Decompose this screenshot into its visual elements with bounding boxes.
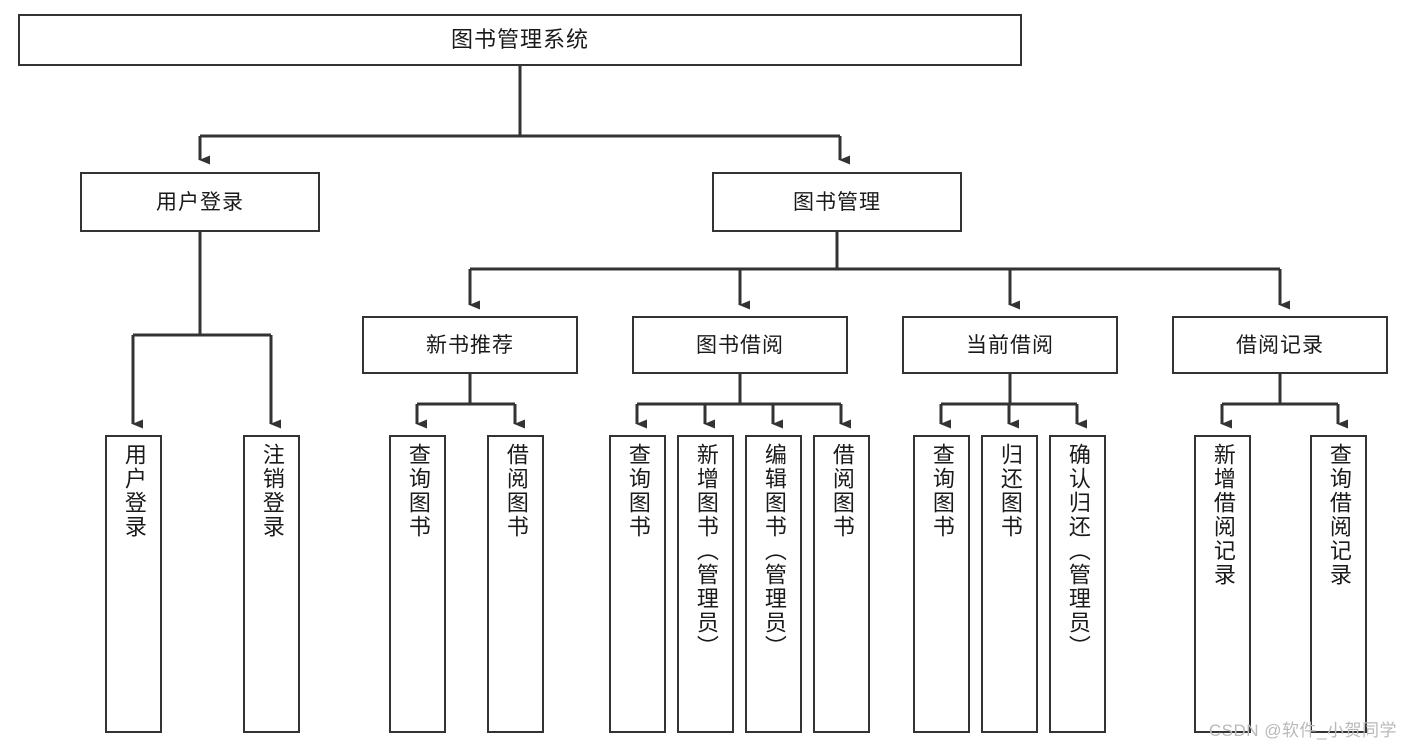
node-label: 编辑图书（管理员） bbox=[761, 443, 787, 659]
leaf-record-add[interactable]: 新增借阅记录 bbox=[1194, 435, 1251, 733]
leaf-current-query-book[interactable]: 查询图书 bbox=[913, 435, 970, 733]
leaf-borrow-query-book[interactable]: 查询图书 bbox=[609, 435, 666, 733]
leaf-user-login-signin[interactable]: 用户登录 bbox=[105, 435, 162, 733]
node-label: 查询图书 bbox=[405, 443, 431, 539]
leaf-borrow-edit-book-admin[interactable]: 编辑图书（管理员） bbox=[745, 435, 802, 733]
node-borrow-record[interactable]: 借阅记录 bbox=[1172, 316, 1388, 374]
node-label: 借阅图书 bbox=[829, 443, 855, 539]
node-label: 新书推荐 bbox=[426, 333, 514, 357]
node-label: 归还图书 bbox=[997, 443, 1023, 539]
node-current-borrow[interactable]: 当前借阅 bbox=[902, 316, 1118, 374]
leaf-current-return-book[interactable]: 归还图书 bbox=[981, 435, 1038, 733]
node-label: 注销登录 bbox=[259, 443, 285, 539]
node-root-system[interactable]: 图书管理系统 bbox=[18, 14, 1022, 66]
leaf-record-query[interactable]: 查询借阅记录 bbox=[1310, 435, 1367, 733]
node-label: 确认归还（管理员） bbox=[1065, 443, 1091, 659]
leaf-current-confirm-return-admin[interactable]: 确认归还（管理员） bbox=[1049, 435, 1106, 733]
node-label: 新增图书（管理员） bbox=[693, 443, 719, 659]
node-label: 新增借阅记录 bbox=[1210, 443, 1236, 587]
leaf-new-book-query[interactable]: 查询图书 bbox=[389, 435, 446, 733]
leaf-new-book-borrow[interactable]: 借阅图书 bbox=[487, 435, 544, 733]
leaf-borrow-borrow-book[interactable]: 借阅图书 bbox=[813, 435, 870, 733]
node-label: 用户登录 bbox=[121, 443, 147, 539]
node-label: 查询图书 bbox=[625, 443, 651, 539]
node-label: 查询图书 bbox=[929, 443, 955, 539]
node-label: 当前借阅 bbox=[966, 333, 1054, 357]
node-book-borrow[interactable]: 图书借阅 bbox=[632, 316, 848, 374]
node-book-management[interactable]: 图书管理 bbox=[712, 172, 962, 232]
node-label: 借阅图书 bbox=[503, 443, 529, 539]
node-label: 图书管理 bbox=[793, 190, 881, 214]
node-user-login[interactable]: 用户登录 bbox=[80, 172, 320, 232]
leaf-borrow-add-book-admin[interactable]: 新增图书（管理员） bbox=[677, 435, 734, 733]
node-label: 借阅记录 bbox=[1236, 333, 1324, 357]
node-label: 图书管理系统 bbox=[450, 27, 589, 52]
node-label: 图书借阅 bbox=[696, 333, 784, 357]
watermark: CSDN @软件_小贺同学 bbox=[1208, 721, 1397, 740]
node-label: 查询借阅记录 bbox=[1326, 443, 1352, 587]
node-new-book-recommend[interactable]: 新书推荐 bbox=[362, 316, 578, 374]
leaf-user-login-signout[interactable]: 注销登录 bbox=[243, 435, 300, 733]
node-label: 用户登录 bbox=[156, 190, 244, 214]
